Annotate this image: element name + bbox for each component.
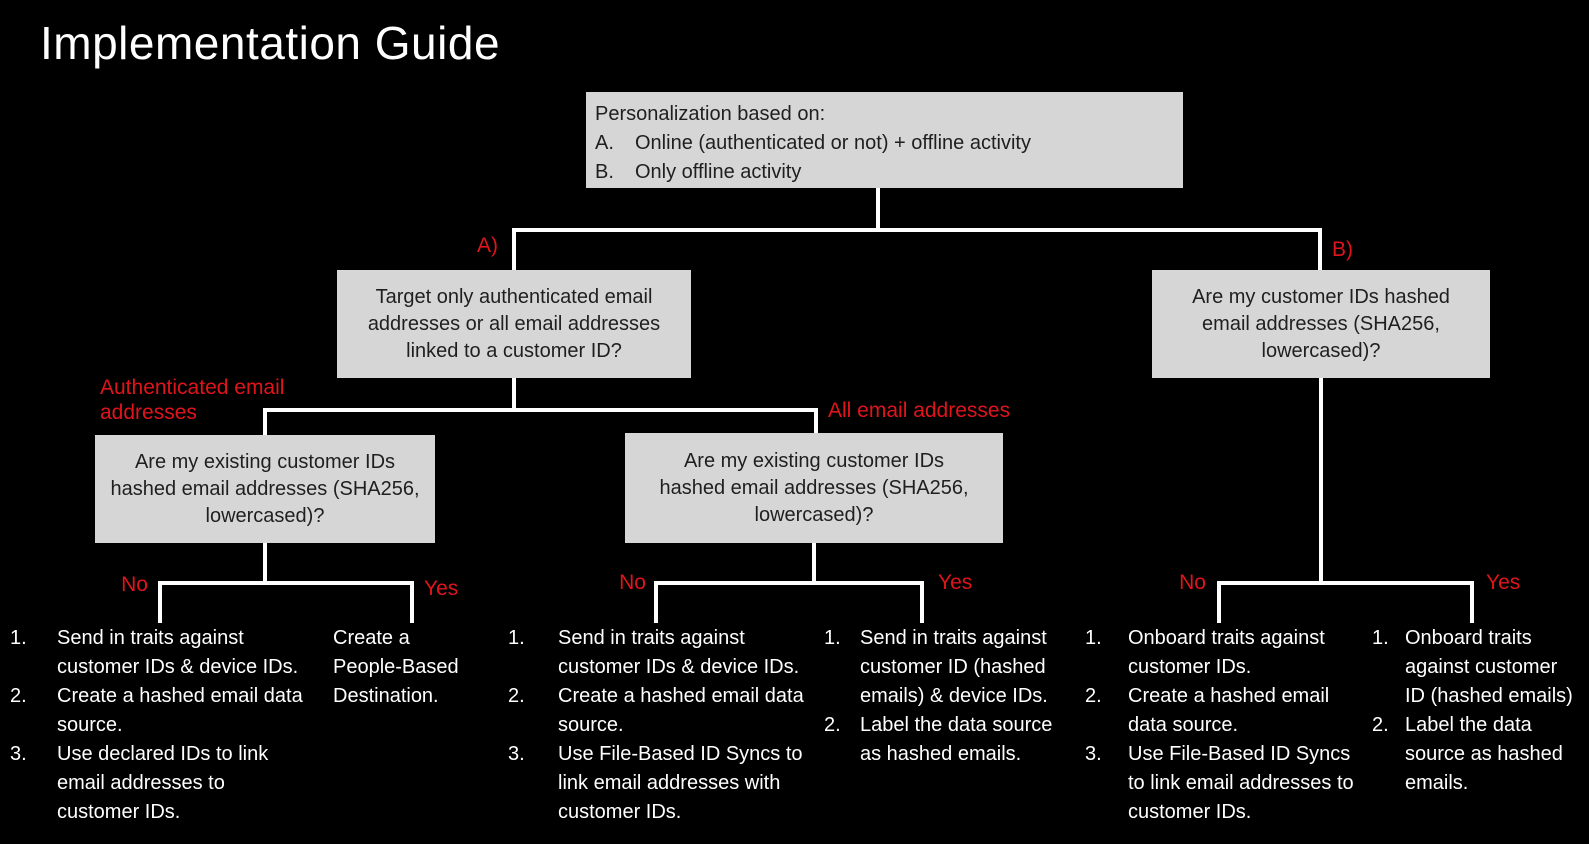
connector-a-horizontal [263,408,818,412]
step-item: 1. Send in traits against customer IDs &… [10,624,322,682]
option-a-marker: A. [595,132,614,154]
step-number: 1. [508,627,525,649]
steps-b-no: 1. Onboard traits against customer IDs. … [1085,624,1365,827]
connector-all-stub [812,541,816,585]
step-number: 3. [10,743,27,765]
branch-b-tag: B) [1332,238,1353,261]
step-text: Create a hashed email data source. [558,685,804,736]
step-number: 1. [1085,627,1102,649]
all-yes-label: Yes [938,571,973,594]
connector-auth-horizontal [158,581,414,585]
step-item: 2. Create a hashed email data source. [508,682,823,740]
node-personalization-option-b: B. Only offline activity [595,158,1183,187]
branch-a-tag: A) [477,234,498,257]
step-number: 1. [824,627,841,649]
step-text: Use declared IDs to link email addresses… [57,743,269,823]
page-title: Implementation Guide [40,17,501,69]
connector-root-horizontal [512,228,1322,232]
step-item: 3. Use File-Based ID Syncs to link email… [508,740,823,827]
connector-b-no-drop [1217,581,1221,623]
step-number: 3. [508,743,525,765]
option-b-text: Only offline activity [635,161,802,183]
step-item: 2. Create a hashed email data source. [10,682,322,740]
connector-auth-no-drop [158,581,162,623]
all-no-label: No [619,571,646,594]
option-b-marker: B. [595,161,614,183]
connector-b-horizontal [1217,581,1474,585]
step-text: Send in traits against customer ID (hash… [860,627,1048,707]
connector-all-no-drop [654,581,658,623]
connector-auth-stub [263,541,267,585]
step-text: Onboard traits against customer IDs. [1128,627,1325,678]
steps-b-yes: 1. Onboard traits against customer ID (h… [1372,624,1577,798]
step-item: 1. Send in traits against customer ID (h… [824,624,1055,711]
step-text: Create a hashed email data source. [1128,685,1330,736]
step-number: 2. [508,685,525,707]
steps-auth-no: 1. Send in traits against customer IDs &… [10,624,322,827]
connector-drop-branch-b [1318,228,1322,272]
connector-root-stub [876,186,880,230]
step-text: Send in traits against customer IDs & de… [57,627,299,678]
step-number: 1. [10,627,27,649]
connector-a-stub [512,376,516,412]
edge-label-authenticated: Authenticated email addresses [100,376,285,424]
steps-all-yes: 1. Send in traits against customer ID (h… [824,624,1055,769]
step-number: 2. [10,685,27,707]
auth-yes-label: Yes [424,577,459,600]
steps-all-no: 1. Send in traits against customer IDs &… [508,624,823,827]
node-all-hashed-question: Are my existing customer IDs hashed emai… [625,433,1003,543]
step-item: 1. Onboard traits against customer IDs. [1085,624,1365,682]
edge-label-all: All email addresses [828,399,1011,422]
step-item: 1. Onboard traits against customer ID (h… [1372,624,1577,711]
auth-no-label: No [121,573,148,596]
step-item: 1. Send in traits against customer IDs &… [508,624,823,682]
step-text: Label the data source as hashed emails. [1405,714,1563,794]
step-number: 2. [824,714,841,736]
step-item: 2. Create a hashed email data source. [1085,682,1365,740]
connector-drop-authenticated [263,408,267,437]
step-text: Onboard traits against customer ID (hash… [1405,627,1573,707]
node-b-hashed-question: Are my customer IDs hashed email address… [1152,270,1490,378]
node-personalization: Personalization based on: A. Online (aut… [586,92,1183,188]
step-number: 2. [1085,685,1102,707]
step-text: Create a hashed email data source. [57,685,303,736]
connector-b-stub [1319,376,1323,585]
node-personalization-option-a: A. Online (authenticated or not) + offli… [595,129,1183,158]
step-item: 3. Use declared IDs to link email addres… [10,740,322,827]
step-item: 2. Label the data source as hashed email… [824,711,1055,769]
b-yes-label: Yes [1486,571,1521,594]
step-text: Use File-Based ID Syncs to link email ad… [1128,743,1354,823]
step-text: Use File-Based ID Syncs to link email ad… [558,743,803,823]
step-number: 3. [1085,743,1102,765]
connector-auth-yes-drop [410,581,414,623]
step-text: Label the data source as hashed emails. [860,714,1053,765]
node-personalization-heading: Personalization based on: [595,103,826,125]
connector-drop-branch-a [512,228,516,272]
step-item: 3. Use File-Based ID Syncs to link email… [1085,740,1365,827]
step-number: 2. [1372,714,1389,736]
steps-auth-yes: Create a People-Based Destination. [333,627,459,707]
step-text: Send in traits against customer IDs & de… [558,627,800,678]
option-a-text: Online (authenticated or not) + offline … [635,132,1031,154]
connector-all-horizontal [654,581,924,585]
connector-b-yes-drop [1470,581,1474,623]
connector-all-yes-drop [920,581,924,623]
node-auth-hashed-question: Are my existing customer IDs hashed emai… [95,435,435,543]
b-no-label: No [1179,571,1206,594]
step-number: 1. [1372,627,1389,649]
node-target-question: Target only authenticated email addresse… [337,270,691,378]
connector-drop-all [814,408,818,435]
step-item: 2. Label the data source as hashed email… [1372,711,1577,798]
